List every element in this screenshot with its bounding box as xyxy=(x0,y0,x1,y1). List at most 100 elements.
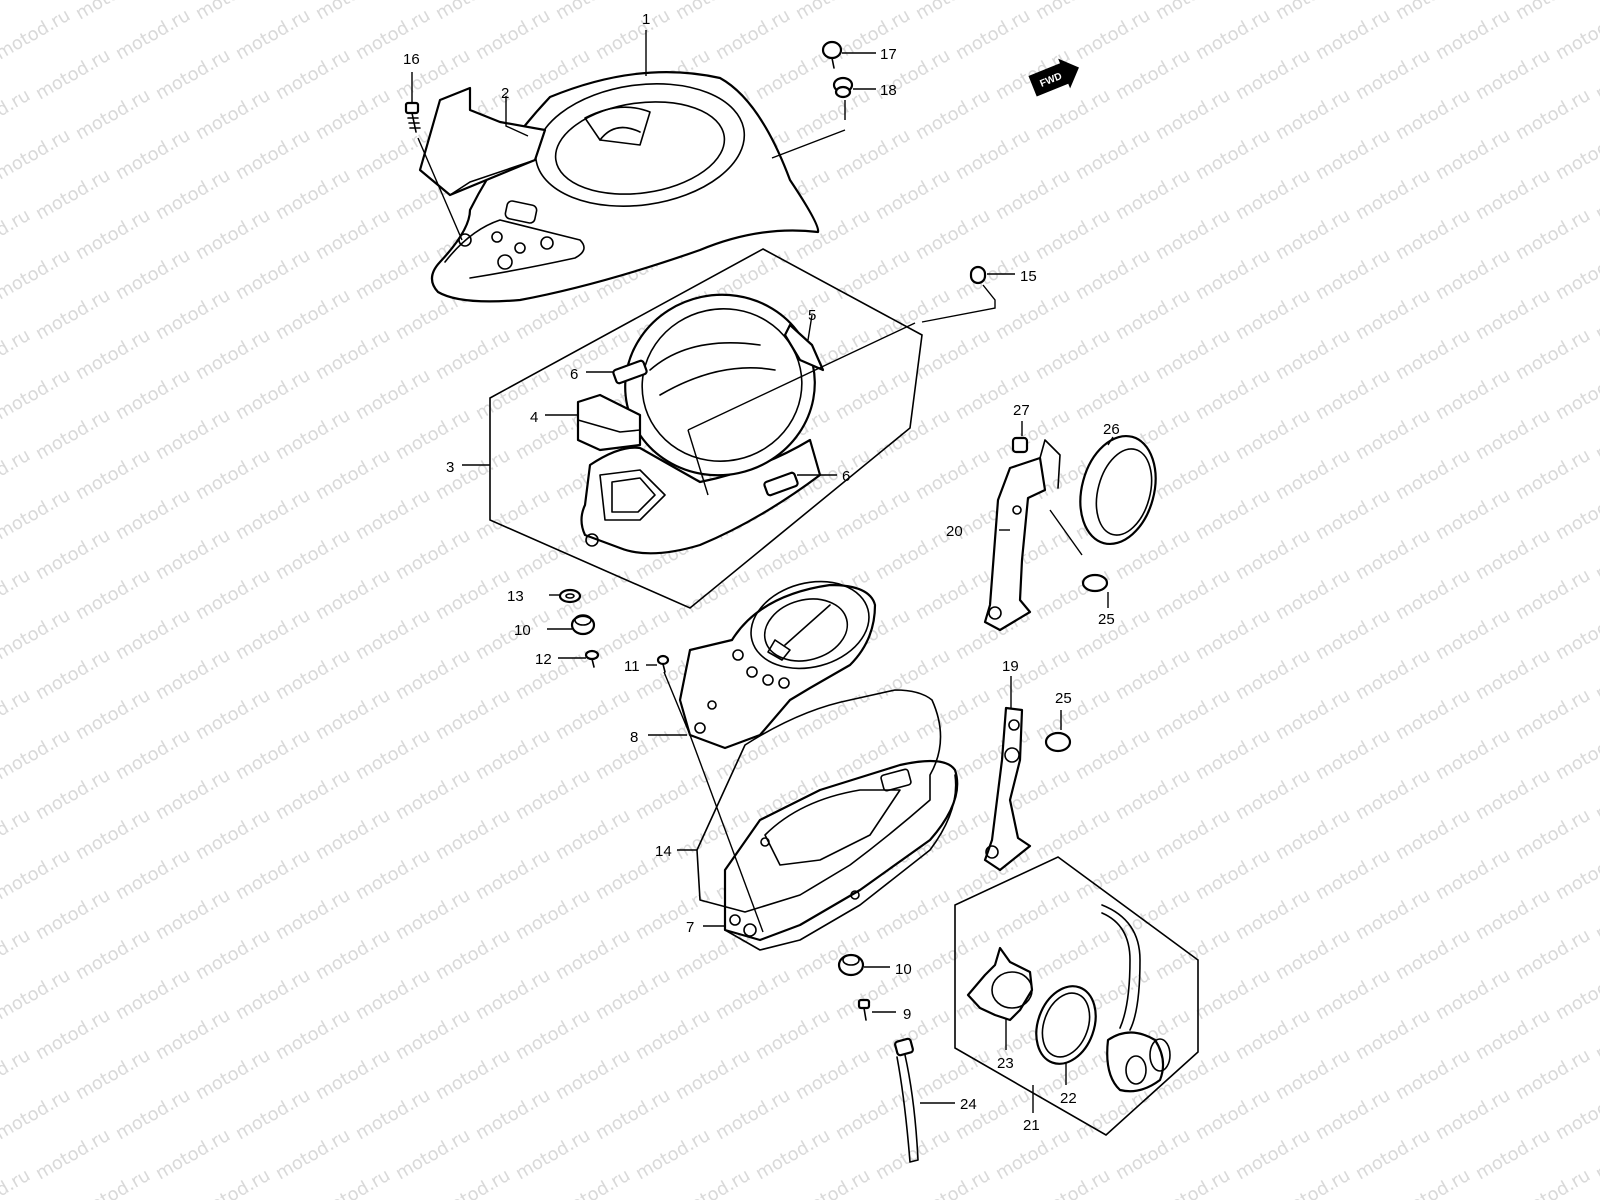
watermark-text: motod.ru xyxy=(1352,645,1434,704)
watermark-text: motod.ru xyxy=(232,125,314,184)
watermark-text: motod.ru xyxy=(1552,725,1600,784)
watermark-text: motod.ru xyxy=(192,1165,274,1200)
watermark-text: motod.ru xyxy=(1192,725,1274,784)
forward-arrow-icon: FWD xyxy=(1028,58,1079,97)
watermark-text: motod.ru xyxy=(752,1125,834,1184)
watermark-text: motod.ru xyxy=(1312,725,1394,784)
watermark-text: motod.ru xyxy=(112,125,194,184)
watermark-text: motod.ru xyxy=(792,1165,874,1200)
watermark-text: motod.ru xyxy=(1552,845,1600,904)
watermark-text: motod.ru xyxy=(432,925,514,984)
watermark-text: motod.ru xyxy=(312,445,394,504)
watermark-text: motod.ru xyxy=(0,845,74,904)
callout-13: 13 xyxy=(507,588,524,605)
watermark-text: motod.ru xyxy=(712,965,794,1024)
watermark-text: motod.ru xyxy=(152,645,234,704)
screw-11 xyxy=(646,654,691,736)
callout-1: 1 xyxy=(642,11,650,28)
watermark-text: motod.ru xyxy=(1392,205,1474,264)
watermark-text: motod.ru xyxy=(512,1005,594,1064)
watermark-text: motod.ru xyxy=(1152,805,1234,864)
watermark-text: motod.ru xyxy=(1592,1005,1600,1064)
callout-14: 14 xyxy=(655,843,672,860)
watermark-text: motod.ru xyxy=(1432,365,1514,424)
clamp-25-lower xyxy=(1044,710,1072,753)
watermark-text: motod.ru xyxy=(432,325,514,384)
watermark-text: motod.ru xyxy=(952,125,1034,184)
watermark-text: motod.ru xyxy=(1512,565,1594,624)
watermark-text: motod.ru xyxy=(0,205,34,264)
callout-19: 19 xyxy=(1002,658,1019,675)
watermark-text: motod.ru xyxy=(1512,325,1594,384)
watermark-text: motod.ru xyxy=(1552,365,1600,424)
watermark-text: motod.ru xyxy=(472,845,554,904)
watermark-text: motod.ru xyxy=(872,645,954,704)
watermark-text: motod.ru xyxy=(872,405,954,464)
watermark-text: motod.ru xyxy=(512,645,594,704)
watermark-text: motod.ru xyxy=(1432,725,1514,784)
watermark-text: motod.ru xyxy=(1512,1045,1594,1104)
watermark-text: motod.ru xyxy=(1392,1165,1474,1200)
assembly-box-3 xyxy=(489,248,923,609)
watermark-text: motod.ru xyxy=(512,885,594,944)
watermark-text: motod.ru xyxy=(392,405,474,464)
watermark-text: motod.ru xyxy=(1072,125,1154,184)
watermark-text: motod.ru xyxy=(1112,765,1194,824)
watermark-text: motod.ru xyxy=(1472,45,1554,104)
watermark-text: motod.ru xyxy=(0,0,34,24)
watermark-text: motod.ru xyxy=(1272,565,1354,624)
watermark-text: motod.ru xyxy=(0,245,74,304)
watermark-text: motod.ru xyxy=(1072,245,1154,304)
watermark-text: motod.ru xyxy=(1512,1165,1594,1200)
watermark-text: motod.ru xyxy=(1512,0,1594,24)
watermark-text: motod.ru xyxy=(832,1085,914,1144)
watermark-text: motod.ru xyxy=(352,5,434,64)
watermark-text: motod.ru xyxy=(1152,85,1234,144)
watermark-text: motod.ru xyxy=(1392,1045,1474,1104)
watermark-text: motod.ru xyxy=(1432,125,1514,184)
watermark-text: motod.ru xyxy=(672,1165,754,1200)
watermark-text: motod.ru xyxy=(1272,1165,1354,1200)
watermark-text: motod.ru xyxy=(192,0,274,24)
watermark-text: motod.ru xyxy=(1432,845,1514,904)
watermark-text: motod.ru xyxy=(1472,885,1554,944)
watermark-text: motod.ru xyxy=(72,1045,154,1104)
watermark-text: motod.ru xyxy=(0,685,34,744)
watermark-text: motod.ru xyxy=(272,525,354,584)
watermark-text: motod.ru xyxy=(1552,125,1600,184)
watermark-text: motod.ru xyxy=(272,45,354,104)
pad-6-upper xyxy=(612,359,648,385)
callout-23: 23 xyxy=(997,1055,1014,1072)
watermark-text: motod.ru xyxy=(32,165,114,224)
pad-6-lower xyxy=(763,471,799,497)
watermark-text: motod.ru xyxy=(912,85,994,144)
watermark-text: motod.ru xyxy=(1032,805,1114,864)
watermark-text: motod.ru xyxy=(1392,805,1474,864)
watermark-text: motod.ru xyxy=(312,325,394,384)
watermark-text: motod.ru xyxy=(0,5,74,64)
callout-6-upper: 6 xyxy=(570,366,578,383)
watermark-text: motod.ru xyxy=(1232,525,1314,584)
watermark-text: motod.ru xyxy=(1152,205,1234,264)
callout-labels: 1 2 3 4 5 6 6 7 8 9 10 10 11 12 13 14 15… xyxy=(403,11,1120,1134)
watermark-text: motod.ru xyxy=(112,845,194,904)
watermark-text: motod.ru xyxy=(1512,685,1594,744)
watermark-text: motod.ru xyxy=(1472,165,1554,224)
watermark-text: motod.ru xyxy=(192,565,274,624)
watermark-text: motod.ru xyxy=(432,805,514,864)
watermark-text: motod.ru xyxy=(1432,245,1514,304)
callout-18: 18 xyxy=(880,82,897,99)
watermark-text: motod.ru xyxy=(72,805,154,864)
watermark-text: motod.ru xyxy=(1432,965,1514,1024)
watermark-text: motod.ru xyxy=(0,565,34,624)
watermark-text: motod.ru xyxy=(472,725,554,784)
callout-25-lower: 25 xyxy=(1055,690,1072,707)
watermark-text: motod.ru xyxy=(232,845,314,904)
watermark-text: motod.ru xyxy=(1352,885,1434,944)
watermark-text: motod.ru xyxy=(0,965,74,1024)
watermark-text: motod.ru xyxy=(312,925,394,984)
watermark-text: motod.ru xyxy=(152,765,234,824)
callout-17: 17 xyxy=(880,46,897,63)
watermark-text: motod.ru xyxy=(192,1045,274,1104)
watermark-text: motod.ru xyxy=(1192,605,1274,664)
